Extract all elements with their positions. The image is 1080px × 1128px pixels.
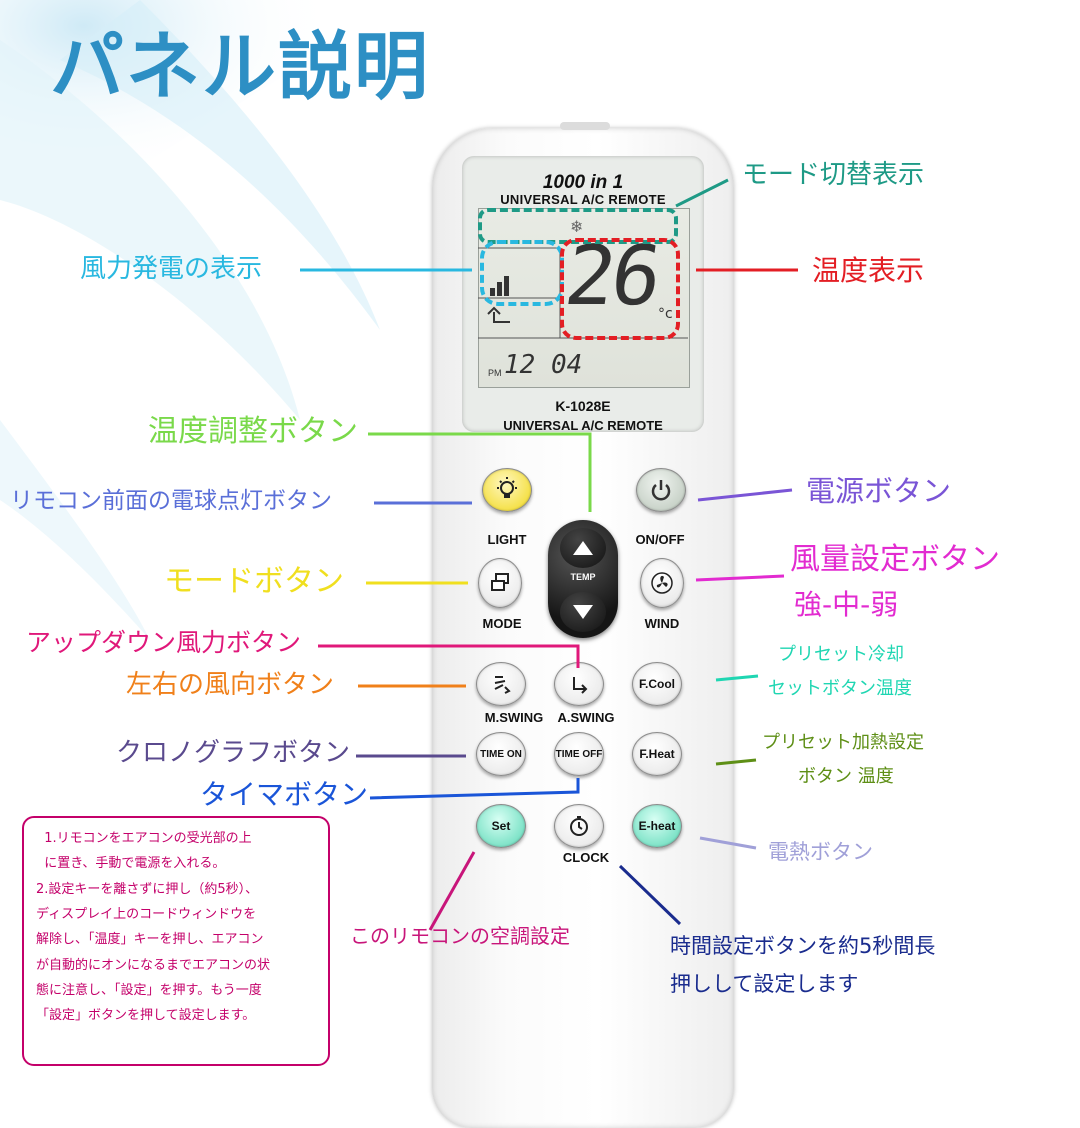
- updown-wind-label: アップダウン風力ボタン: [26, 628, 302, 657]
- lr-wind-label: 左右の風向ボタン: [126, 670, 335, 700]
- ac-setting-label: このリモコンの空調設定: [350, 924, 570, 948]
- temp-label: TEMP: [570, 572, 596, 582]
- time-on-button[interactable]: TIME ON: [476, 732, 526, 776]
- time-off-button[interactable]: TIME OFF: [554, 732, 604, 776]
- bulb-icon: [497, 477, 517, 498]
- preset-heat-sub-label: ボタン 温度: [798, 766, 894, 787]
- brand-line1: 1000 in 1: [542, 172, 624, 193]
- eheat-label: 電熱ボタン: [768, 840, 873, 864]
- eheat-button[interactable]: E-heat: [632, 804, 682, 848]
- page-title: パネル説明: [50, 24, 430, 110]
- mode-button[interactable]: [478, 558, 522, 608]
- mode-label: MODE: [482, 616, 522, 631]
- horizontal-swing-icon: [494, 676, 511, 694]
- set-button[interactable]: Set: [476, 804, 526, 848]
- light-label: LIGHT: [487, 532, 527, 547]
- power-icon: [651, 480, 671, 501]
- note-line: 態に注意し、「設定」を押す。もう一度: [36, 983, 262, 999]
- model-name: K-1028E: [555, 398, 611, 414]
- temp-adjust-label: 温度調整ボタン: [148, 414, 358, 449]
- temp-down-button[interactable]: [560, 592, 606, 632]
- down-arrow-icon: [573, 605, 593, 619]
- model-subtitle: UNIVERSAL A/C REMOTE: [503, 418, 663, 433]
- preset-cool-sub-label: セットボタン温度: [768, 678, 912, 699]
- fheat-button[interactable]: F.Heat: [632, 732, 682, 776]
- light-button[interactable]: [482, 468, 532, 512]
- wind-display-label: 風力発電の表示: [80, 254, 263, 284]
- note-line: 解除し、「温度」キーを押し、エアコン: [36, 932, 264, 948]
- preset-cool-label: プリセット冷却: [778, 644, 904, 665]
- lcd-clock: 12 04: [504, 350, 583, 380]
- up-arrow-icon: [573, 541, 593, 555]
- mswing-label: M.SWING: [484, 710, 544, 725]
- temp-display-label: 温度表示: [812, 254, 925, 287]
- note-line: が自動的にオンになるまでエアコンの状: [36, 957, 271, 973]
- note-line: ディスプレイ上のコードウィンドウを: [36, 907, 257, 923]
- light-button-label: リモコン前面の電球点灯ボタン: [10, 488, 332, 514]
- clock-setting-label: 時間設定ボタンを約5秒間長: [670, 934, 936, 958]
- note-line: 「設定」ボタンを押して設定します。: [36, 1008, 256, 1024]
- instruction-note: 1.リモコンをエアコンの受光部の上 に置き、手動で電源を入れる。 2.設定キーを…: [22, 816, 330, 1066]
- wind-volume-label: 風量設定ボタン: [790, 542, 1000, 577]
- note-line: に置き、手動で電源を入れる。: [36, 856, 226, 872]
- clock-setting-sub-label: 押しして設定します: [670, 972, 859, 996]
- svg-text:❄: ❄: [570, 217, 583, 236]
- wind-label: WIND: [644, 616, 680, 631]
- clock-button[interactable]: [554, 804, 604, 848]
- vertical-swing-icon: [573, 677, 588, 694]
- brand-line2: UNIVERSAL A/C REMOTE: [500, 192, 666, 207]
- timer-label: タイマボタン: [200, 778, 369, 811]
- lcd-pm: PM: [488, 368, 502, 378]
- mode-display-label: モード切替表示: [742, 160, 925, 190]
- wind-volume-sub-label: 強-中-弱: [794, 588, 899, 621]
- clock-label: CLOCK: [562, 850, 610, 865]
- note-line: 2.設定キーを離さずに押し（約5秒）、: [36, 881, 259, 897]
- callout-lines: [300, 178, 798, 931]
- aswing-label: A.SWING: [557, 710, 615, 725]
- mode-button-label: モードボタン: [164, 564, 344, 599]
- ir-emitter: [560, 122, 610, 130]
- mode-icon: [491, 573, 509, 591]
- power-button[interactable]: [636, 468, 686, 512]
- chrono-label: クロノグラフボタン: [116, 738, 351, 768]
- fan-icon: [651, 572, 673, 594]
- clock-icon: [570, 816, 588, 836]
- temp-display-highlight: [560, 238, 680, 340]
- fcool-button[interactable]: F.Cool: [632, 662, 682, 706]
- wind-button[interactable]: [640, 558, 684, 608]
- preset-heat-label: プリセット加熱設定: [762, 732, 924, 753]
- lcd-degree: °c: [658, 306, 673, 322]
- mode-display-highlight: [478, 208, 678, 244]
- onoff-label: ON/OFF: [635, 532, 685, 547]
- power-button-label: 電源ボタン: [806, 474, 952, 508]
- temp-up-button[interactable]: [560, 528, 606, 568]
- mswing-button[interactable]: [476, 662, 526, 706]
- note-line: 1.リモコンをエアコンの受光部の上: [36, 831, 252, 846]
